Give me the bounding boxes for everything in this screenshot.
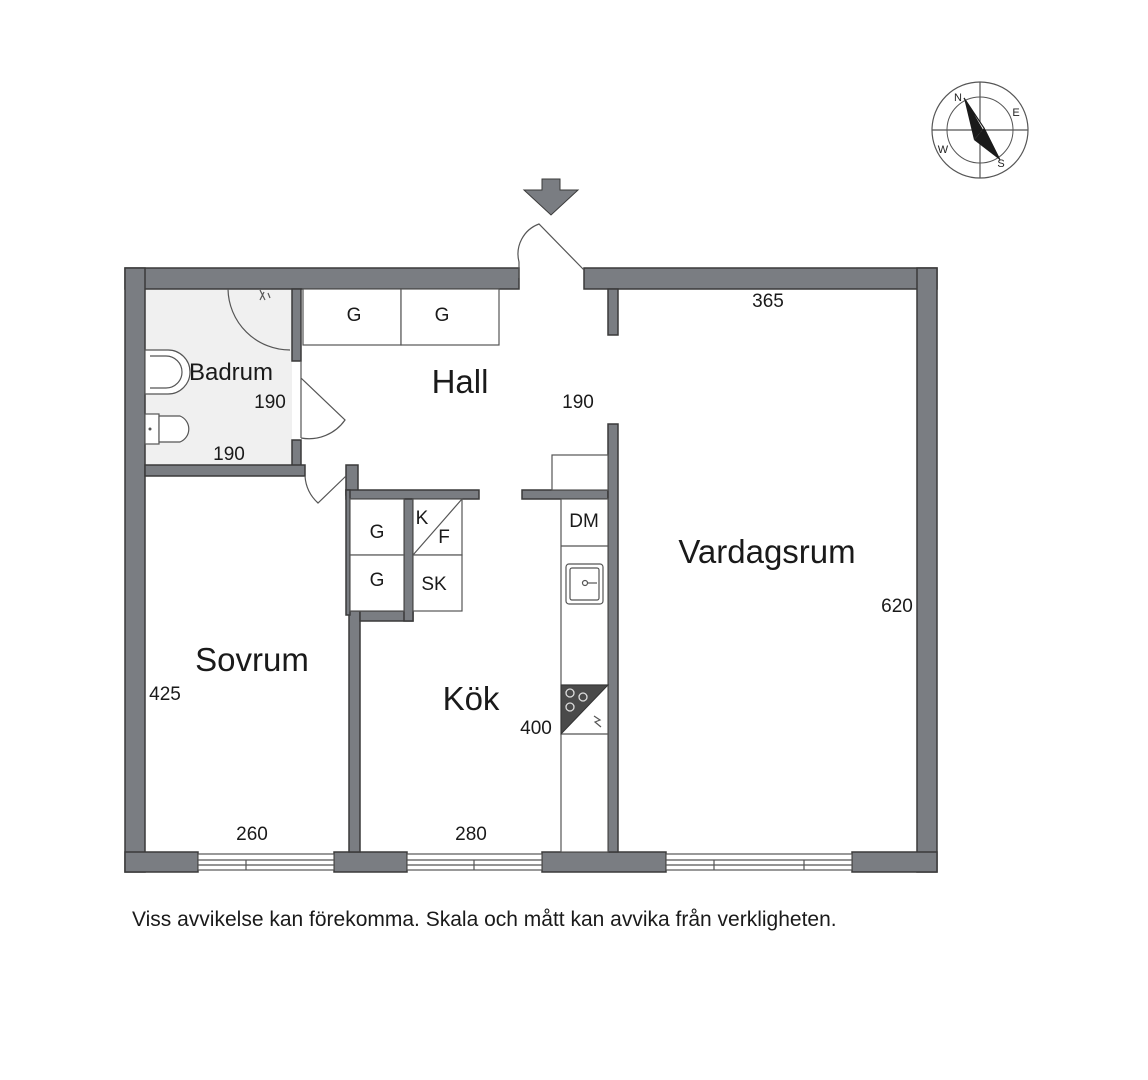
kitchen-sink-icon xyxy=(565,563,604,605)
closet-label: G xyxy=(370,570,385,591)
closet-label: G xyxy=(370,522,385,543)
fridge-label: K xyxy=(416,508,429,529)
dimension-label: 425 xyxy=(149,684,181,705)
entrance-arrow-icon xyxy=(522,178,580,216)
doors xyxy=(227,223,585,504)
sink-icon xyxy=(144,349,191,395)
dimension-label: 190 xyxy=(213,444,245,465)
compass-north: N xyxy=(954,92,962,104)
dimension-label: 260 xyxy=(236,824,268,845)
dimension-label: 620 xyxy=(881,596,913,617)
toilet-icon xyxy=(144,413,190,445)
disclaimer-text: Viss avvikelse kan förekomma. Skala och … xyxy=(132,908,837,931)
kitchen-label: Kök xyxy=(443,680,500,717)
compass-icon xyxy=(931,81,1029,179)
hall-label: Hall xyxy=(432,363,489,400)
hall-wardrobe-label: G xyxy=(435,305,450,326)
windows xyxy=(197,853,853,871)
compass-west: W xyxy=(938,144,949,156)
compass-south: S xyxy=(997,158,1004,170)
kitchen-closets xyxy=(349,498,463,612)
dimension-label: 190 xyxy=(562,392,594,413)
bedroom-label: Sovrum xyxy=(195,641,309,678)
dimension-label: 365 xyxy=(752,291,784,312)
living-room-label: Vardagsrum xyxy=(678,533,855,570)
freezer-label: F xyxy=(438,527,450,548)
cabinet-label: SK xyxy=(421,574,447,595)
hall-wardrobes xyxy=(302,288,500,346)
dimension-label: 400 xyxy=(520,718,552,739)
dishwasher-label: DM xyxy=(569,511,599,532)
dimension-label: 280 xyxy=(455,824,487,845)
compass-east: E xyxy=(1012,107,1019,119)
stove-icon xyxy=(560,684,610,736)
bathroom-label: Badrum xyxy=(189,359,273,386)
kitchen-counter xyxy=(551,454,609,853)
dimension-label: 190 xyxy=(254,392,286,413)
hall-wardrobe-label: G xyxy=(347,305,362,326)
